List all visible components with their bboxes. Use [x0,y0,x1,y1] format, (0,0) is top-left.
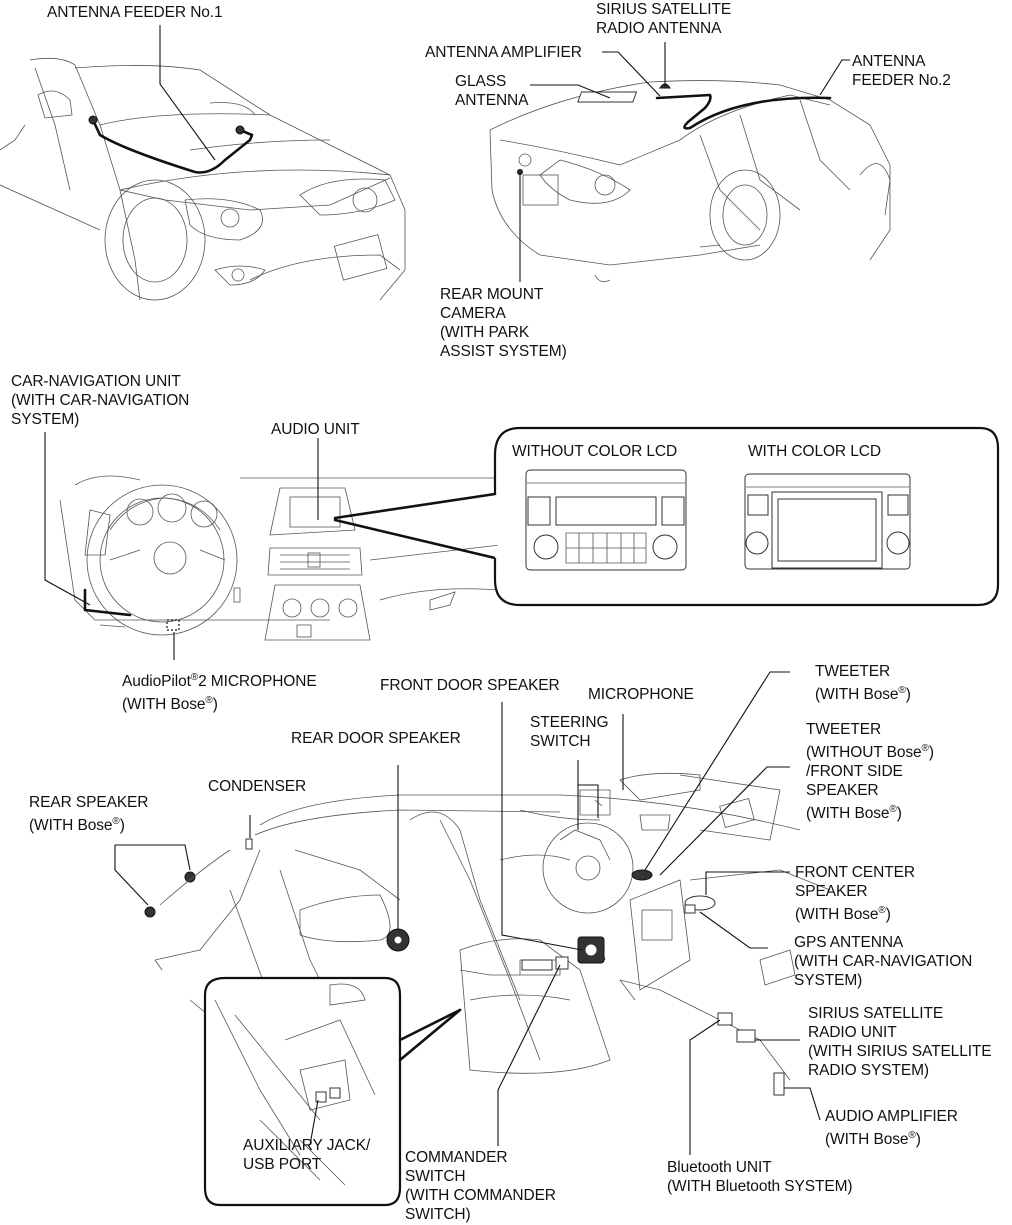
front-side-speaker-text: /FRONT SIDE SPEAKER [806,763,903,800]
with-bose-text: (WITH Bose [29,817,113,835]
tweeter-text: TWEETER [806,721,882,738]
registered-mark: ® [921,743,929,754]
tweeter-text: TWEETER [815,663,891,680]
paren-text: ) [915,1131,921,1149]
label-front-center-speaker: FRONT CENTER SPEAKER (WITH Bose®) [795,863,915,924]
with-bose-text: (WITH Bose [122,696,206,714]
label-without-color-lcd: WITHOUT COLOR LCD [512,443,678,460]
front-center-speaker-text: FRONT CENTER SPEAKER [795,864,915,900]
label-sirius-satellite-radio-antenna: SIRIUS SATELLITE RADIO ANTENNA [596,1,732,37]
paren-text: ) [212,696,218,714]
paren-text: ) [928,744,934,762]
leader-lines-interior [114,671,821,1155]
audio-amplifier-text: AUDIO AMPLIFIER [825,1108,958,1125]
registered-mark: ® [205,695,213,707]
label-car-navigation-unit: CAR-NAVIGATION UNIT (WITH CAR-NAVIGATION… [11,373,190,428]
audiopilot-text: AudioPilot [122,673,191,691]
label-bluetooth-unit: Bluetooth UNIT (WITH Bluetooth SYSTEM) [667,1159,853,1195]
label-audiopilot-microphone: AudioPilot®2 MICROPHONE(WITH Bose®) [122,668,317,714]
microphone-text: 2 MICROPHONE [198,673,317,691]
label-gps-antenna: GPS ANTENNA (WITH CAR-NAVIGATION SYSTEM) [794,934,973,989]
registered-mark: ® [898,685,906,696]
label-antenna-feeder-2: ANTENNA FEEDER No.2 [852,53,951,89]
label-commander-switch: COMMANDER SWITCH (WITH COMMANDER SWITCH) [405,1149,556,1223]
label-tweeter-with-bose: TWEETER (WITH Bose®) [815,662,911,704]
label-sirius-satellite-radio-unit: SIRIUS SATELLITE RADIO UNIT (WITH SIRIUS… [808,1005,992,1079]
label-auxiliary-jack-usb-port: AUXILIARY JACK/ USB PORT [243,1137,371,1173]
rear-speaker-text: REAR SPEAKER [29,794,149,811]
paren-text: ) [119,817,125,835]
label-audio-amplifier: AUDIO AMPLIFIER (WITH Bose®) [825,1107,958,1149]
label-audio-unit: AUDIO UNIT [271,421,360,438]
registered-mark: ® [112,816,120,827]
registered-mark: ® [908,1130,916,1141]
label-rear-speaker: REAR SPEAKER (WITH Bose®) [29,793,149,835]
label-steering-switch: STEERING SWITCH [530,714,609,750]
label-rear-door-speaker: REAR DOOR SPEAKER [291,730,461,747]
dashboard-illustration [44,432,501,660]
paren-text: ) [896,805,902,823]
registered-mark: ® [190,672,199,683]
with-bose-text: (WITH Bose [806,805,890,823]
label-with-color-lcd: WITH COLOR LCD [748,443,881,460]
audio-unit-callout-box [493,426,1000,607]
audio-unit-without-lcd [525,469,687,571]
paren-text: ) [885,906,891,924]
label-tweeter-front-side-speaker: TWEETER(WITHOUT Bose®)/FRONT SIDE SPEAKE… [806,720,934,823]
label-rear-mount-camera: REAR MOUNT CAMERA (WITH PARK ASSIST SYST… [440,286,567,360]
registered-mark: ® [889,804,897,816]
audio-unit-with-lcd [744,473,911,570]
label-front-door-speaker: FRONT DOOR SPEAKER [380,677,560,694]
label-condenser: CONDENSER [208,778,307,795]
label-antenna-feeder-1: ANTENNA FEEDER No.1 [47,4,223,21]
label-microphone: MICROPHONE [588,686,694,703]
with-bose-text: (WITH Bose [815,686,899,704]
with-bose-text: (WITH Bose [825,1131,909,1149]
aux-jack-inset-box [203,976,462,1207]
label-antenna-amplifier: ANTENNA AMPLIFIER [425,44,582,61]
rear-car-illustration [489,42,891,283]
label-glass-antenna: GLASS ANTENNA [455,73,529,109]
with-bose-text: (WITH Bose [795,906,879,924]
paren-text: ) [905,686,911,704]
front-car-illustration [0,25,406,301]
without-bose-text: (WITHOUT Bose [806,744,922,762]
registered-mark: ® [878,905,886,916]
